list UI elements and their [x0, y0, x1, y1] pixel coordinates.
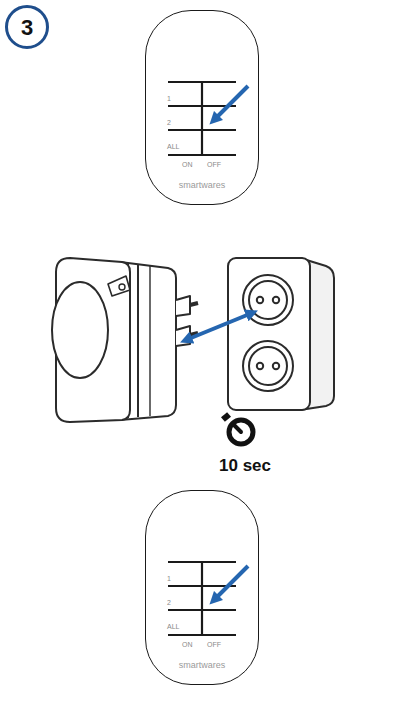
insert-arrow [186, 313, 252, 340]
button-label: ALL [167, 143, 179, 150]
press-arrow [214, 86, 248, 120]
button-label: 1 [167, 575, 171, 582]
button-label: 1 [167, 95, 171, 102]
remote-control: 1 2ALL ON OFF smartwares [145, 10, 259, 205]
plug-module [52, 258, 198, 422]
wall-socket [228, 258, 334, 410]
button-label: OFF [207, 641, 221, 648]
button-label: ALL [167, 623, 179, 630]
button-label: 2 [167, 119, 171, 126]
duration-label: 10 sec [195, 457, 295, 474]
button-label: ON [182, 641, 193, 648]
button-label: OFF [207, 161, 221, 168]
keypad-lines [168, 82, 236, 155]
button-label: ON [182, 161, 193, 168]
step-number: 3 [8, 17, 46, 39]
timer-icon [221, 412, 253, 444]
brand-name: smartwares [146, 181, 258, 190]
keypad-lines [168, 562, 236, 635]
brand-name: smartwares [146, 661, 258, 670]
step-number-circle: 3 [5, 5, 49, 49]
button-label: 2 [167, 599, 171, 606]
press-arrow [214, 566, 248, 600]
remote-control: 1 2ALL ON OFF smartwares [145, 490, 259, 685]
